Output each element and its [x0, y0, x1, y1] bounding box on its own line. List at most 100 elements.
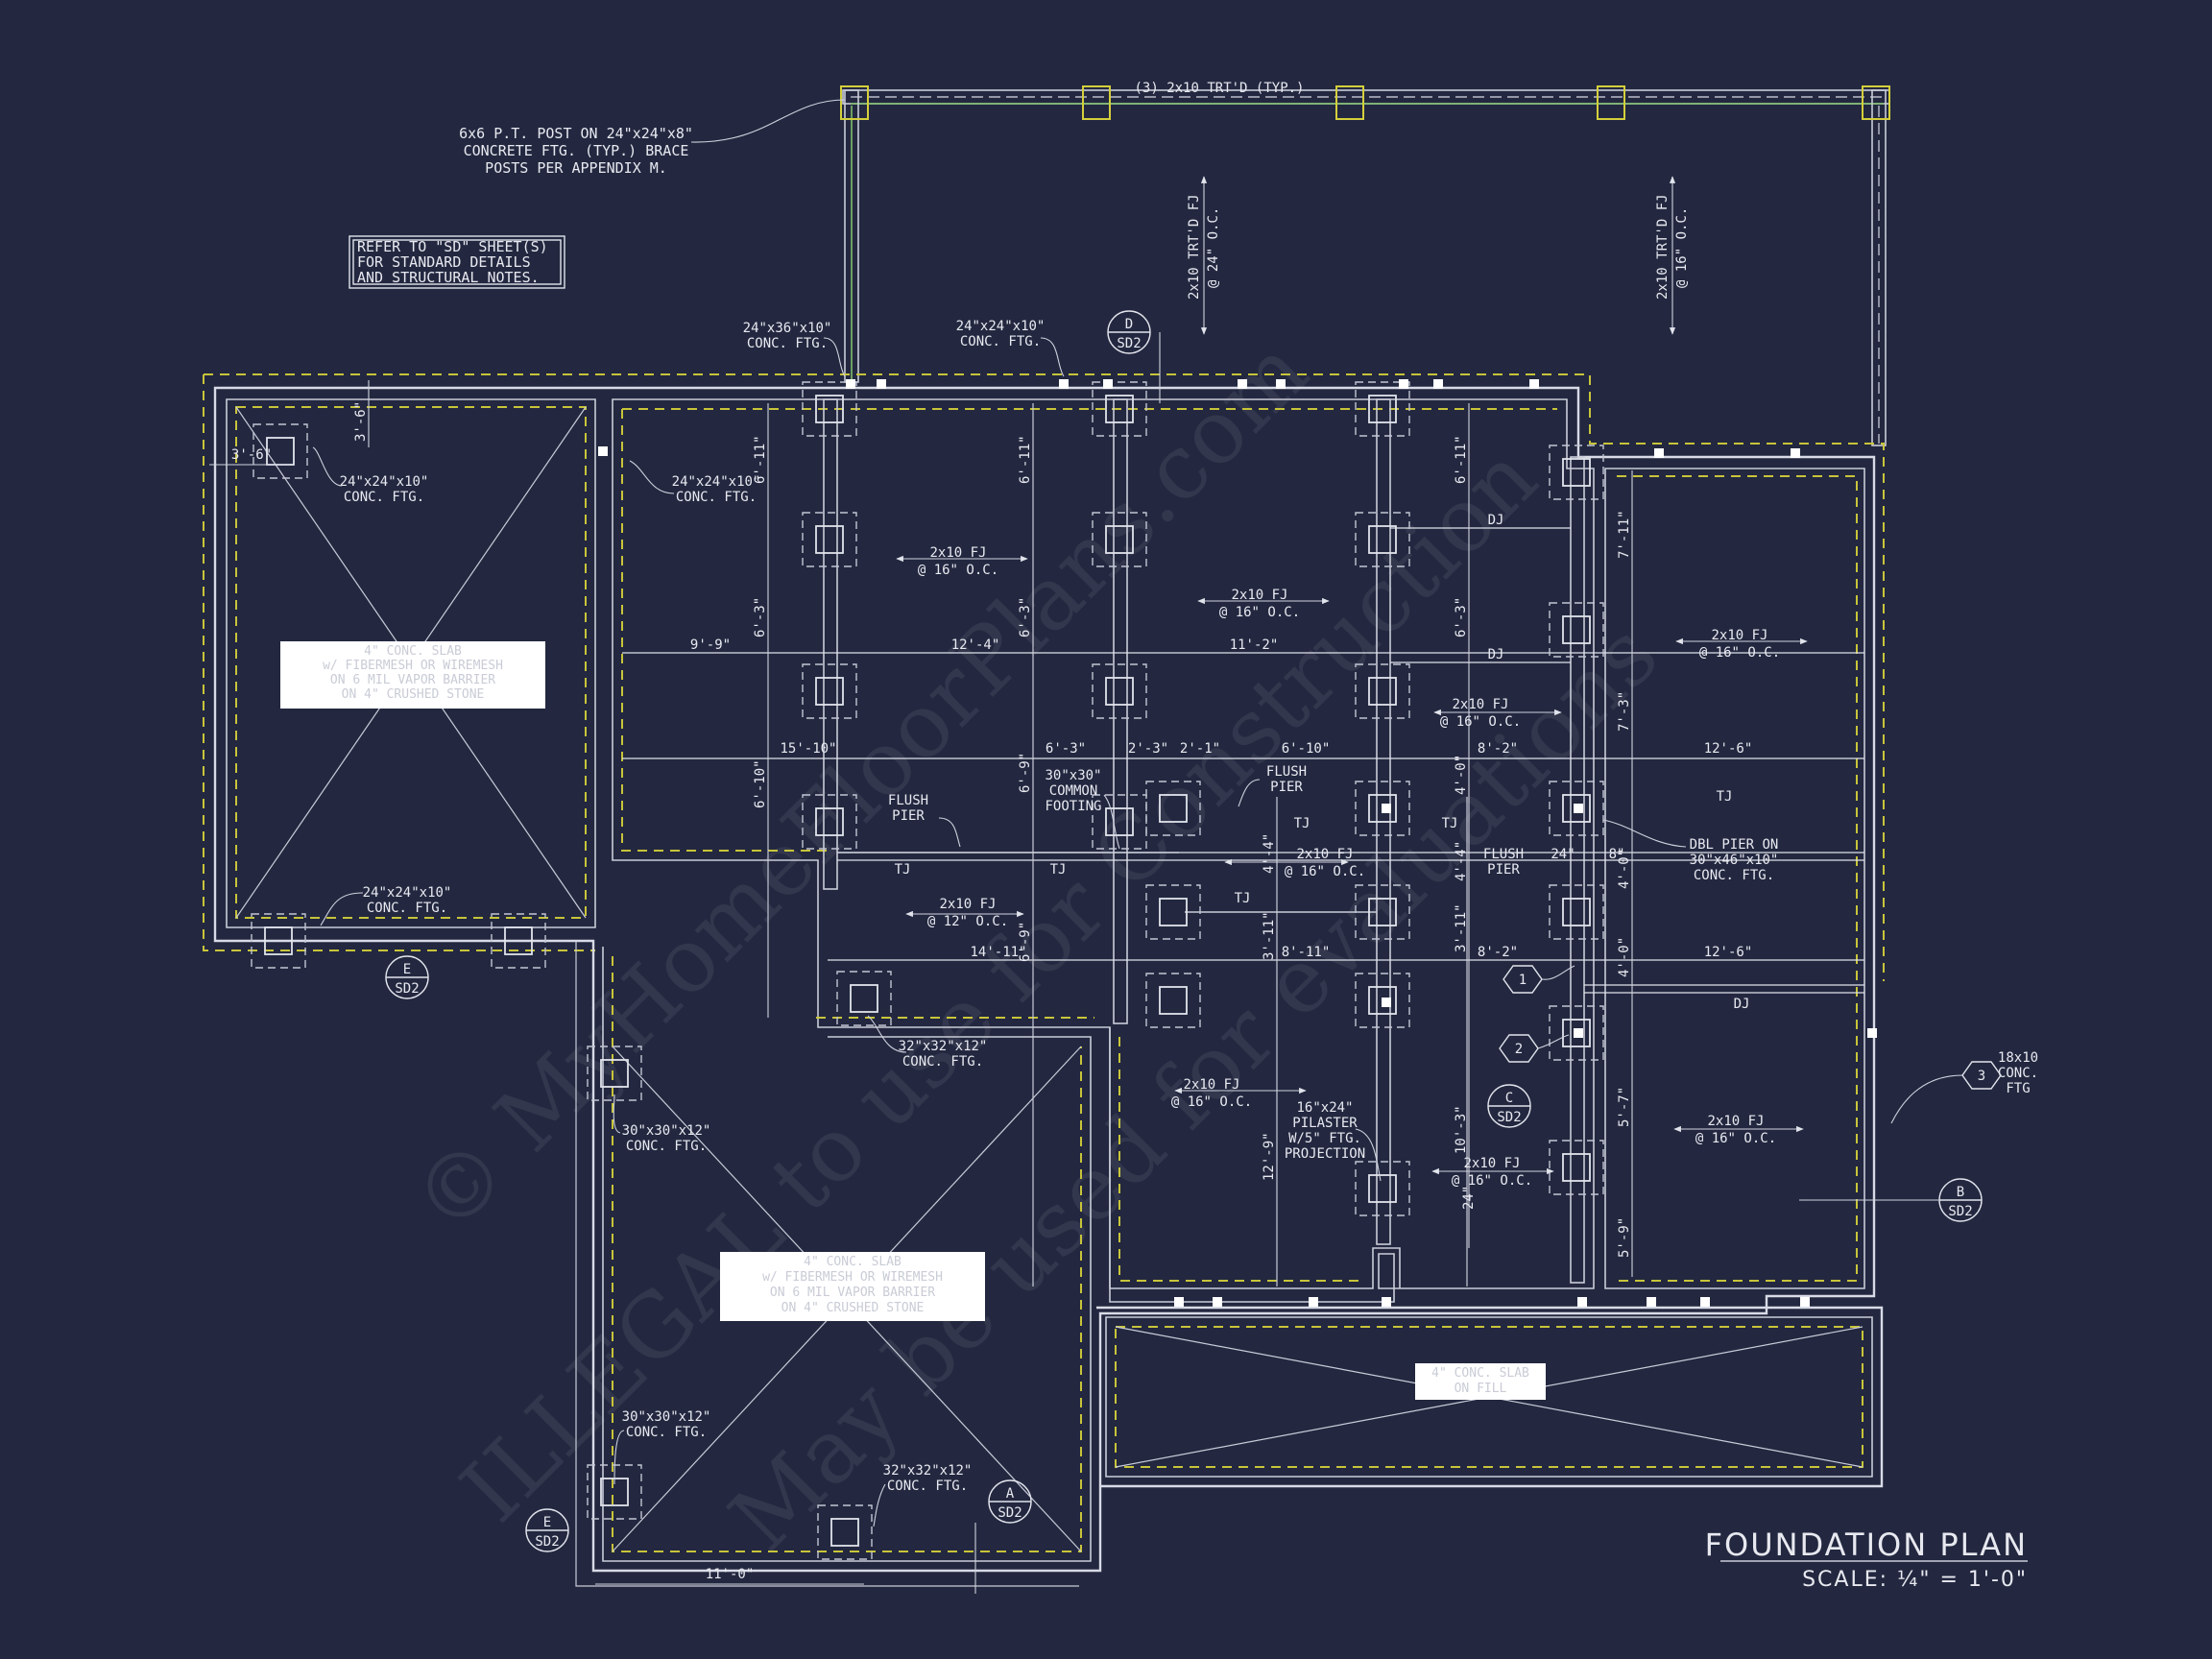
svg-text:6'-3": 6'-3" — [753, 597, 768, 637]
svg-text:@ 16" O.C.: @ 16" O.C. — [1285, 864, 1365, 879]
svg-text:CONC.: CONC. — [1998, 1066, 2038, 1081]
anchor-square — [1700, 1297, 1710, 1307]
svg-text:TJ: TJ — [895, 862, 911, 878]
svg-text:4'-0": 4'-0" — [1617, 849, 1632, 889]
svg-text:7'-11": 7'-11" — [1617, 510, 1632, 559]
svg-text:A: A — [1006, 1486, 1015, 1502]
svg-text:2x10 FJ: 2x10 FJ — [1231, 588, 1287, 603]
pier — [815, 395, 844, 423]
anchor-square — [1654, 448, 1664, 458]
svg-text:POSTS PER APPENDIX M.: POSTS PER APPENDIX M. — [485, 159, 667, 177]
svg-text:6'-3": 6'-3" — [1046, 741, 1086, 757]
slab-label-garage-1: 4" CONC. SLAB w/ FIBERMESH OR WIREMESH O… — [280, 641, 545, 709]
svg-text:E: E — [543, 1515, 551, 1530]
svg-text:5'-7": 5'-7" — [1617, 1087, 1632, 1127]
svg-text:FOOTING: FOOTING — [1045, 799, 1101, 814]
svg-text:1: 1 — [1519, 973, 1527, 988]
pier-footing — [1549, 445, 1604, 500]
anchor-square — [1103, 379, 1113, 389]
svg-text:8'-2": 8'-2" — [1478, 741, 1518, 757]
anchor-square — [1574, 804, 1583, 813]
svg-text:6'-11": 6'-11" — [1018, 435, 1033, 484]
flush-pier-label-1: FLUSH — [888, 793, 928, 808]
section-tag-b: B SD2 — [1799, 1178, 1983, 1222]
pier-footing — [1549, 1005, 1604, 1061]
svg-text:2x10 FJ: 2x10 FJ — [929, 545, 986, 561]
pier-footing — [817, 1504, 873, 1560]
pier — [1105, 395, 1134, 423]
svg-text:@ 16" O.C.: @ 16" O.C. — [1171, 1094, 1252, 1110]
pier — [1562, 1019, 1591, 1047]
svg-text:7'-3": 7'-3" — [1617, 691, 1632, 732]
svg-text:ON 6 MIL VAPOR BARRIER: ON 6 MIL VAPOR BARRIER — [770, 1286, 935, 1300]
svg-text:SD2: SD2 — [535, 1534, 559, 1550]
ftg-label-24x24-left: 24"x24"x10" — [672, 474, 761, 490]
svg-text:30"x46"x10": 30"x46"x10" — [1690, 853, 1779, 868]
svg-text:2x10 FJ: 2x10 FJ — [1707, 1114, 1764, 1129]
svg-text:DJ: DJ — [1734, 997, 1750, 1012]
pier-footing — [1549, 602, 1604, 658]
pier — [815, 677, 844, 706]
svg-text:SD2: SD2 — [998, 1505, 1022, 1521]
svg-text:11'-2": 11'-2" — [1230, 637, 1279, 653]
pier — [1368, 794, 1397, 823]
svg-text:2x10 FJ: 2x10 FJ — [1463, 1156, 1520, 1171]
ftg-label-32x32-a: 32"x32"x12" — [899, 1039, 988, 1054]
pier-footing — [1092, 381, 1147, 437]
footing-labels: 24"x36"x10" CONC. FTG. 24"x24"x10" CONC.… — [312, 319, 2038, 1527]
svg-text:TJ: TJ — [1442, 816, 1458, 831]
pier — [1562, 898, 1591, 926]
slab-label-garage-2: 4" CONC. SLAB w/ FIBERMESH OR WIREMESH O… — [720, 1252, 985, 1321]
anchor-square — [1382, 804, 1391, 813]
svg-text:@ 12" O.C.: @ 12" O.C. — [927, 914, 1008, 929]
deck-joist-spacing-2: @ 16" O.C. — [1674, 207, 1690, 288]
svg-text:15'-10": 15'-10" — [780, 741, 836, 757]
svg-text:PIER: PIER — [1487, 862, 1520, 878]
svg-text:8": 8" — [1609, 847, 1625, 862]
ftg-label-common: 30"x30" — [1045, 768, 1101, 783]
anchor-square — [1382, 998, 1391, 1007]
anchor-square — [846, 379, 855, 389]
svg-text:@ 16" O.C.: @ 16" O.C. — [1452, 1173, 1532, 1189]
svg-text:6'-11": 6'-11" — [1454, 435, 1469, 484]
svg-text:2x10 FJ: 2x10 FJ — [1183, 1077, 1239, 1093]
svg-text:4" CONC. SLAB: 4" CONC. SLAB — [364, 644, 462, 659]
svg-text:2x10 FJ: 2x10 FJ — [1296, 847, 1353, 862]
anchor-square — [1276, 379, 1286, 389]
pier — [1368, 1174, 1397, 1203]
svg-text:4'-0": 4'-0" — [1617, 937, 1632, 977]
anchor-square — [1309, 1297, 1318, 1307]
svg-text:TJ: TJ — [1294, 816, 1310, 831]
svg-text:6'-3": 6'-3" — [1454, 597, 1469, 637]
deck-joist-label-2: 2x10 TRT'D FJ — [1655, 194, 1671, 300]
svg-text:6x6 P.T. POST ON 24"x24"x8": 6x6 P.T. POST ON 24"x24"x8" — [459, 125, 693, 142]
pier — [1159, 898, 1188, 926]
hex-tag-1: 1 — [1503, 965, 1575, 994]
pier-footing — [1145, 884, 1201, 940]
svg-text:6'-9": 6'-9" — [1018, 922, 1033, 962]
svg-text:DJ: DJ — [1488, 513, 1504, 528]
svg-text:12'-9": 12'-9" — [1262, 1132, 1277, 1181]
svg-text:4'-0": 4'-0" — [1454, 755, 1469, 795]
svg-text:4" CONC. SLAB: 4" CONC. SLAB — [1431, 1366, 1529, 1381]
anchor-square — [1059, 379, 1069, 389]
deck-framing: (3) 2x10 TRT'D (TYP.) 2x10 TRT'D FJ @ 24… — [840, 81, 1890, 446]
svg-text:AND STRUCTURAL NOTES.: AND STRUCTURAL NOTES. — [357, 269, 540, 286]
pier-footing — [587, 1046, 642, 1101]
pier — [815, 807, 844, 836]
plan-title: FOUNDATION PLAN — [1705, 1527, 2028, 1563]
pier-footing — [491, 913, 546, 969]
svg-text:TJ: TJ — [1050, 862, 1067, 878]
anchor-square — [1382, 1297, 1391, 1307]
svg-text:CONC. FTG.: CONC. FTG. — [367, 901, 447, 916]
svg-text:2x10 FJ: 2x10 FJ — [1452, 697, 1508, 712]
anchor-square — [1433, 379, 1443, 389]
pier — [1562, 615, 1591, 644]
svg-text:24": 24" — [1461, 1186, 1477, 1210]
svg-text:2'-1": 2'-1" — [1180, 741, 1220, 757]
svg-text:CONC. FTG.: CONC. FTG. — [887, 1479, 968, 1494]
svg-text:w/ FIBERMESH OR WIREMESH: w/ FIBERMESH OR WIREMESH — [323, 659, 503, 673]
refer-note: REFER TO "SD" SHEET(S) FOR STANDARD DETA… — [349, 235, 565, 289]
svg-text:B: B — [1957, 1185, 1964, 1200]
